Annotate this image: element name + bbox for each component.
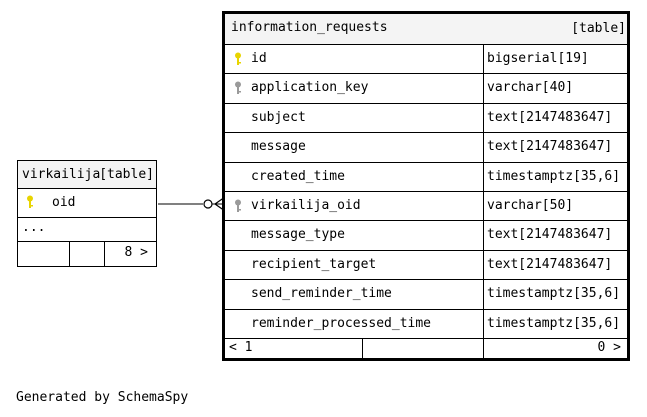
column-name: application_key: [251, 80, 369, 96]
foreign-key-icon: [234, 199, 242, 217]
column-row-message: message text[2147483647]: [225, 133, 627, 163]
table-header: virkailija [table]: [17, 160, 157, 189]
column-row-recipient-target: recipient_target text[2147483647]: [225, 250, 627, 281]
column-row-send-reminder-time: send_reminder_time timestamptz[35,6]: [225, 280, 627, 310]
generated-by-text: Generated by SchemaSpy: [16, 390, 189, 405]
column-row-id: id bigserial[19]: [225, 45, 627, 75]
column-row-message-type: message_type text[2147483647]: [225, 221, 627, 251]
children-count[interactable]: 8 >: [124, 245, 148, 260]
table-footer: < 1 0 >: [225, 339, 627, 358]
table-type-tag: [table]: [571, 21, 626, 36]
column-row: oid: [17, 188, 157, 218]
column-row-virkailija-oid: virkailija_oid varchar[50]: [225, 192, 627, 222]
column-name: message_type: [251, 227, 345, 243]
column-row-reminder-processed-time: reminder_processed_time timestamptz[35,6]: [225, 309, 627, 339]
column-name: send_reminder_time: [251, 286, 392, 302]
column-name: recipient_target: [251, 256, 377, 272]
column-type: bigserial[19]: [487, 51, 589, 66]
foreign-key-icon: [234, 81, 242, 99]
column-name: virkailija_oid: [251, 198, 361, 213]
column-name: created_time: [251, 168, 345, 184]
primary-key-icon: [234, 52, 242, 70]
primary-key-icon: [26, 195, 34, 213]
column-name: reminder_processed_time: [251, 315, 432, 331]
column-type: timestamptz[35,6]: [487, 168, 621, 184]
table-type-tag: [table]: [99, 167, 154, 182]
column-type: timestamptz[35,6]: [487, 315, 621, 331]
table-header: information_requests [table]: [225, 14, 627, 45]
table-title: information_requests: [231, 20, 388, 35]
ellipsis: ...: [22, 220, 46, 235]
column-type: timestamptz[35,6]: [487, 286, 621, 302]
relationship-connector: [158, 196, 226, 212]
column-name: id: [251, 51, 267, 66]
table-title: virkailija: [22, 167, 101, 182]
column-name: message: [251, 139, 306, 155]
more-columns-row: ...: [17, 217, 157, 242]
parents-count[interactable]: < 1: [229, 340, 253, 355]
column-type: text[2147483647]: [487, 109, 613, 125]
column-name: subject: [251, 109, 306, 125]
column-type: varchar[40]: [487, 80, 574, 96]
children-count[interactable]: 0 >: [597, 340, 621, 355]
column-type: text[2147483647]: [487, 227, 613, 243]
column-type: varchar[50]: [487, 198, 574, 213]
column-type: text[2147483647]: [487, 139, 613, 155]
table-information-requests[interactable]: information_requests [table] id bigserial…: [222, 11, 630, 361]
table-footer: 8 >: [17, 241, 157, 267]
column-name: oid: [52, 195, 76, 210]
column-row-subject: subject text[2147483647]: [225, 103, 627, 134]
column-row-application-key: application_key varchar[40]: [225, 74, 627, 104]
column-row-created-time: created_time timestamptz[35,6]: [225, 162, 627, 192]
column-type: text[2147483647]: [487, 256, 613, 272]
table-virkailija[interactable]: virkailija [table] oid ... 8 >: [17, 160, 157, 267]
